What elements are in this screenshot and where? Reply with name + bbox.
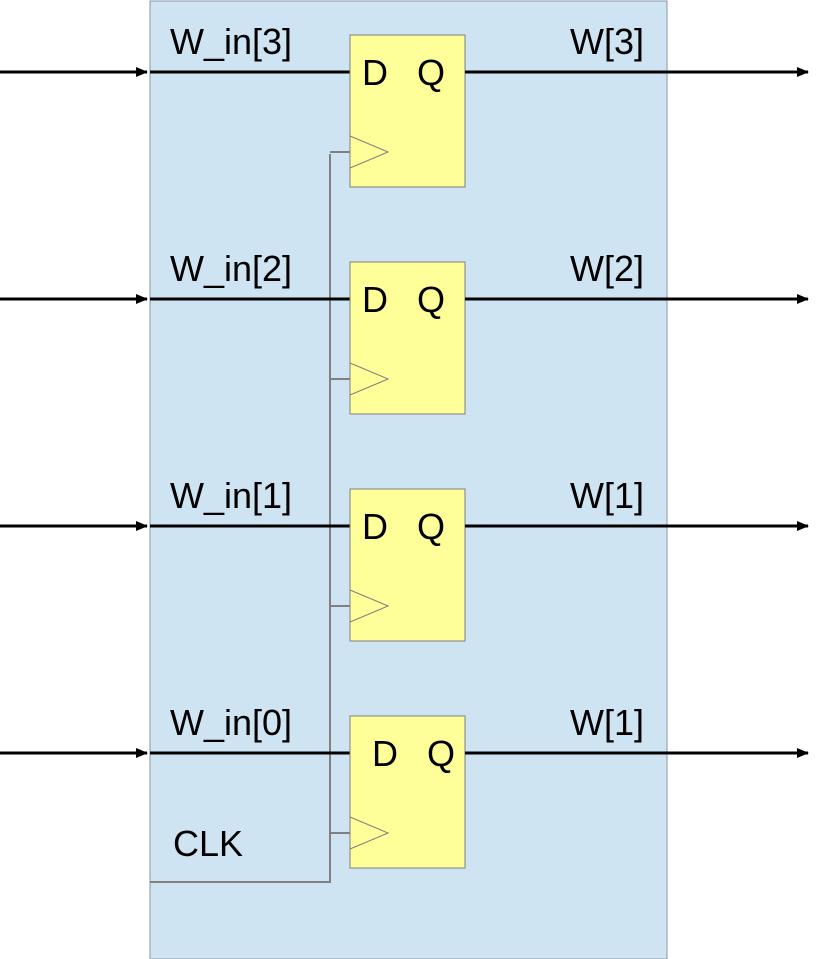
d-pin-label: D [362, 279, 388, 320]
q-pin-label: Q [417, 52, 445, 93]
q-pin-label: Q [417, 506, 445, 547]
input-label: W_in[1] [170, 475, 292, 516]
output-label: W[2] [570, 248, 644, 289]
q-pin-label: Q [417, 279, 445, 320]
clock-label: CLK [173, 823, 243, 864]
output-label: W[1] [570, 702, 644, 743]
flip-flop [349, 34, 466, 188]
input-label: W_in[3] [170, 21, 292, 62]
flip-flop [349, 715, 466, 869]
q-pin-label: Q [427, 733, 455, 774]
clock-input-icon [349, 135, 390, 169]
output-label: W[3] [570, 21, 644, 62]
output-label: W[1] [570, 475, 644, 516]
d-pin-label: D [362, 52, 388, 93]
clock-input-icon [349, 362, 390, 396]
flip-flop [349, 261, 466, 415]
clock-wiring [150, 151, 350, 883]
flip-flop [349, 488, 466, 642]
clock-input-icon [349, 589, 390, 623]
d-pin-label: D [372, 733, 398, 774]
d-pin-label: D [362, 506, 388, 547]
clock-input-icon [349, 816, 390, 850]
input-label: W_in[0] [170, 702, 292, 743]
input-label: W_in[2] [170, 248, 292, 289]
